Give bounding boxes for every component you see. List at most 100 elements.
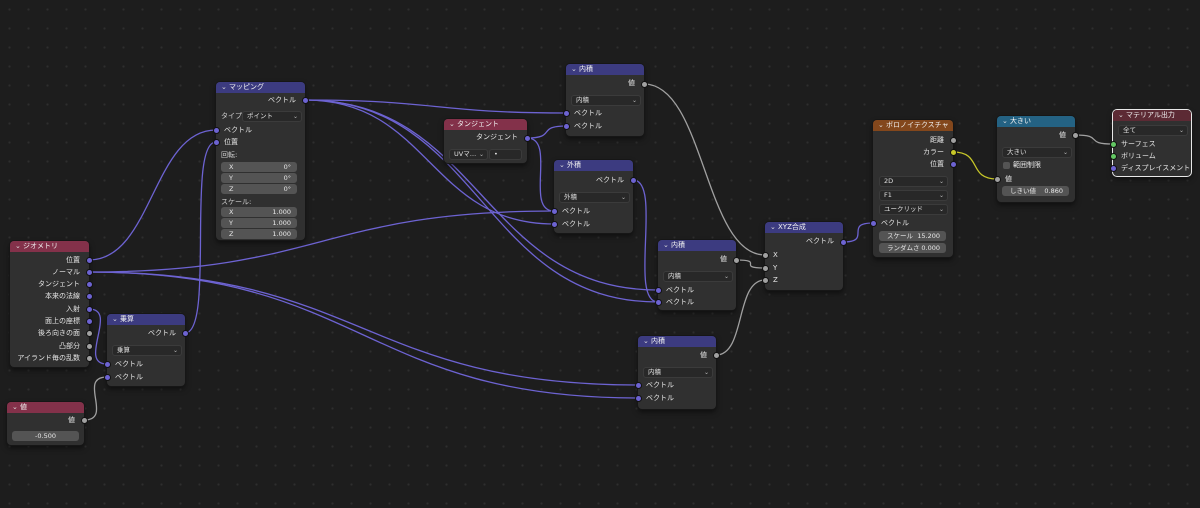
socket-v-col[interactable] bbox=[950, 149, 956, 155]
chevron-down-icon[interactable]: ⌄ bbox=[571, 65, 577, 73]
socket-gt-out[interactable] bbox=[1072, 132, 1078, 138]
socket-v-pos[interactable] bbox=[950, 161, 956, 167]
chevron-down-icon[interactable]: ⌄ bbox=[1002, 117, 1008, 125]
value-node[interactable]: ⌄値 値 -0.500 bbox=[7, 402, 84, 445]
chevron-down-icon[interactable]: ⌄ bbox=[15, 242, 21, 250]
node-header[interactable]: ⌄ボロノイテクスチャ bbox=[873, 120, 953, 131]
link-crOut-to-dt2B[interactable] bbox=[632, 179, 659, 303]
socket-v-dist[interactable] bbox=[950, 137, 956, 143]
operation-dropdown[interactable]: 内積⌄ bbox=[663, 271, 733, 282]
node-header[interactable]: ⌄外積 bbox=[554, 160, 633, 171]
value-field[interactable]: -0.500 bbox=[12, 431, 79, 441]
socket-cx-out[interactable] bbox=[840, 239, 846, 245]
link-cxOut-to-vVec[interactable] bbox=[842, 222, 874, 243]
dimension-dropdown[interactable]: 2D⌄ bbox=[879, 176, 948, 187]
socket-gt-val[interactable] bbox=[994, 176, 1000, 182]
socket-tan-out[interactable] bbox=[524, 135, 530, 141]
link-mapOut-to-dt2B[interactable] bbox=[304, 99, 659, 303]
node-header[interactable]: ⌄ジオメトリ bbox=[10, 241, 89, 252]
geometry-node[interactable]: ⌄ジオメトリ 位置 ノーマル タンジェント 本来の法線 入射 面上の座標 後ろ向… bbox=[10, 241, 89, 367]
socket-geo-norm[interactable] bbox=[86, 269, 92, 275]
node-header[interactable]: ⌄内積 bbox=[638, 336, 716, 347]
socket-dt1-out[interactable] bbox=[641, 81, 647, 87]
combine-xyz-node[interactable]: ⌄XYZ合成 ベクトル X Y Z bbox=[765, 222, 843, 290]
socket-geo-tan[interactable] bbox=[86, 281, 92, 287]
chevron-down-icon[interactable]: ⌄ bbox=[221, 83, 227, 91]
feature-dropdown[interactable]: F1⌄ bbox=[879, 190, 948, 201]
socket-dt3-a[interactable] bbox=[635, 382, 641, 388]
link-dt2Out-to-cxY[interactable] bbox=[735, 259, 766, 269]
socket-cr-b[interactable] bbox=[551, 221, 557, 227]
socket-map-vec[interactable] bbox=[213, 127, 219, 133]
link-dt3Out-to-cxZ[interactable] bbox=[715, 279, 766, 356]
node-header[interactable]: ⌄マテリアル出力 bbox=[1113, 110, 1191, 121]
node-header[interactable]: ⌄XYZ合成 bbox=[765, 222, 843, 233]
link-geoNorm-to-crA[interactable] bbox=[88, 210, 555, 273]
operation-dropdown[interactable]: 外積⌄ bbox=[559, 192, 630, 203]
node-header[interactable]: ⌄タンジェント bbox=[444, 119, 527, 130]
socket-geo-rand[interactable] bbox=[86, 355, 92, 361]
link-valOut-to-mulB[interactable] bbox=[83, 376, 108, 421]
chevron-down-icon[interactable]: ⌄ bbox=[1118, 111, 1124, 119]
dot-product-node-middle[interactable]: ⌄内積 値 内積⌄ ベクトル ベクトル bbox=[658, 240, 736, 310]
chevron-down-icon[interactable]: ⌄ bbox=[663, 241, 669, 249]
socket-mul-a[interactable] bbox=[104, 361, 110, 367]
operation-dropdown[interactable]: 内積⌄ bbox=[571, 95, 641, 106]
operation-dropdown[interactable]: 乗算⌄ bbox=[112, 345, 182, 356]
distance-metric-dropdown[interactable]: ユークリッド⌄ bbox=[879, 204, 948, 215]
chevron-down-icon[interactable]: ⌄ bbox=[878, 121, 884, 129]
uv-map-field[interactable]: • bbox=[489, 149, 522, 160]
node-header[interactable]: ⌄乗算 bbox=[107, 314, 185, 325]
operation-dropdown[interactable]: 大きい⌄ bbox=[1002, 147, 1072, 158]
target-dropdown[interactable]: 全て⌄ bbox=[1118, 125, 1188, 136]
link-mulOut-to-mapLoc[interactable] bbox=[184, 141, 217, 334]
cross-product-node[interactable]: ⌄外積 ベクトル 外積⌄ ベクトル ベクトル bbox=[554, 160, 633, 233]
chevron-down-icon[interactable]: ⌄ bbox=[12, 403, 18, 411]
link-dt1Out-to-cxX[interactable] bbox=[643, 83, 766, 256]
socket-mul-b[interactable] bbox=[104, 374, 110, 380]
socket-geo-pos[interactable] bbox=[86, 257, 92, 263]
socket-map-out[interactable] bbox=[302, 97, 308, 103]
dot-product-node-bottom[interactable]: ⌄内積 値 内積⌄ ベクトル ベクトル bbox=[638, 336, 716, 409]
link-geoInc-to-mulA[interactable] bbox=[88, 308, 108, 365]
socket-cr-out[interactable] bbox=[630, 177, 636, 183]
tangent-node[interactable]: ⌄タンジェント タンジェント UVマ…⌄ • bbox=[444, 119, 527, 163]
chevron-down-icon[interactable]: ⌄ bbox=[559, 161, 565, 169]
link-mapOut-to-dt1A[interactable] bbox=[304, 99, 567, 114]
socket-dt3-b[interactable] bbox=[635, 395, 641, 401]
link-tanOut-to-dt1B[interactable] bbox=[526, 125, 567, 139]
node-header[interactable]: ⌄内積 bbox=[658, 240, 736, 251]
chevron-down-icon[interactable]: ⌄ bbox=[770, 223, 776, 231]
socket-mo-surf[interactable] bbox=[1110, 141, 1116, 147]
socket-geo-back[interactable] bbox=[86, 330, 92, 336]
socket-mo-disp[interactable] bbox=[1110, 165, 1116, 171]
socket-dt1-a[interactable] bbox=[563, 110, 569, 116]
socket-dt1-b[interactable] bbox=[563, 123, 569, 129]
type-dropdown[interactable]: ポイント⌄ bbox=[242, 111, 302, 122]
clamp-checkbox[interactable] bbox=[1003, 162, 1010, 169]
node-header[interactable]: ⌄大きい bbox=[997, 116, 1075, 127]
direction-dropdown[interactable]: UVマ…⌄ bbox=[449, 149, 488, 160]
link-geoNorm-to-dt3A[interactable] bbox=[88, 271, 639, 386]
socket-cr-a[interactable] bbox=[551, 208, 557, 214]
socket-cx-z[interactable] bbox=[762, 277, 768, 283]
socket-mo-vol[interactable] bbox=[1110, 153, 1116, 159]
chevron-down-icon[interactable]: ⌄ bbox=[112, 315, 118, 323]
chevron-down-icon[interactable]: ⌄ bbox=[643, 337, 649, 345]
material-output-node[interactable]: ⌄マテリアル出力 全て⌄ サーフェス ボリューム ディスプレイスメント bbox=[1113, 110, 1191, 176]
socket-val-out[interactable] bbox=[81, 417, 87, 423]
operation-dropdown[interactable]: 内積⌄ bbox=[643, 367, 713, 378]
vector-multiply-node[interactable]: ⌄乗算 ベクトル 乗算⌄ ベクトル ベクトル bbox=[107, 314, 185, 386]
socket-dt2-out[interactable] bbox=[733, 257, 739, 263]
link-geoPos-to-mapVec[interactable] bbox=[88, 129, 217, 261]
link-mapOut-to-crB[interactable] bbox=[304, 99, 555, 225]
dot-product-node-top[interactable]: ⌄内積 値 内積⌄ ベクトル ベクトル bbox=[566, 64, 644, 136]
